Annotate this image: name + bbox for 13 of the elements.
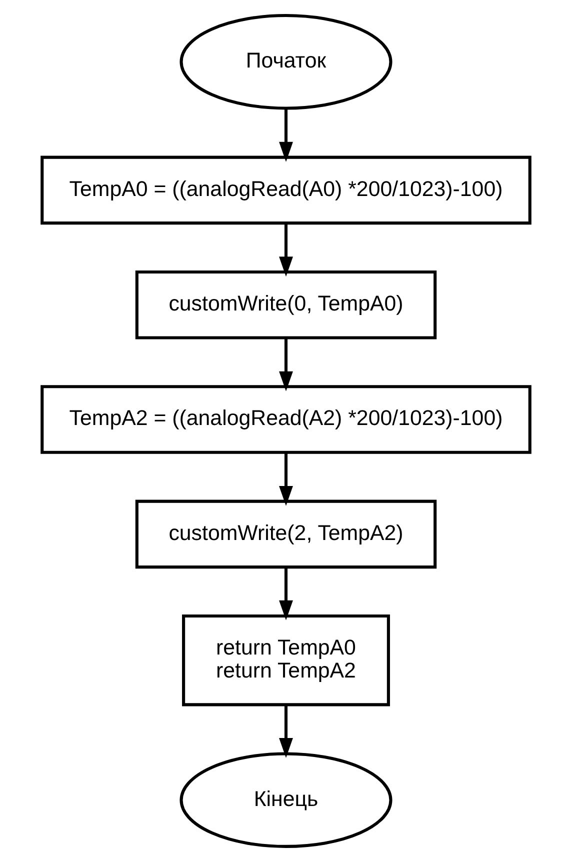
node-ellipse: Початок bbox=[179, 14, 392, 110]
node-box: customWrite(2, TempA2) bbox=[134, 499, 436, 568]
arrow bbox=[278, 452, 292, 506]
node-box: TempA2 = ((analogRead(A2) *200/1023)-100) bbox=[40, 384, 531, 454]
arrow bbox=[278, 566, 292, 620]
node-box: return TempA0 return TempA2 bbox=[182, 614, 390, 706]
arrow bbox=[278, 108, 292, 162]
arrow bbox=[278, 704, 292, 758]
node-ellipse: Кінець bbox=[179, 752, 392, 848]
node-box: TempA0 = ((analogRead(A0) *200/1023)-100) bbox=[40, 155, 531, 224]
arrow bbox=[278, 338, 292, 391]
arrow bbox=[278, 222, 292, 276]
node-box: customWrite(0, TempA0) bbox=[134, 270, 436, 339]
